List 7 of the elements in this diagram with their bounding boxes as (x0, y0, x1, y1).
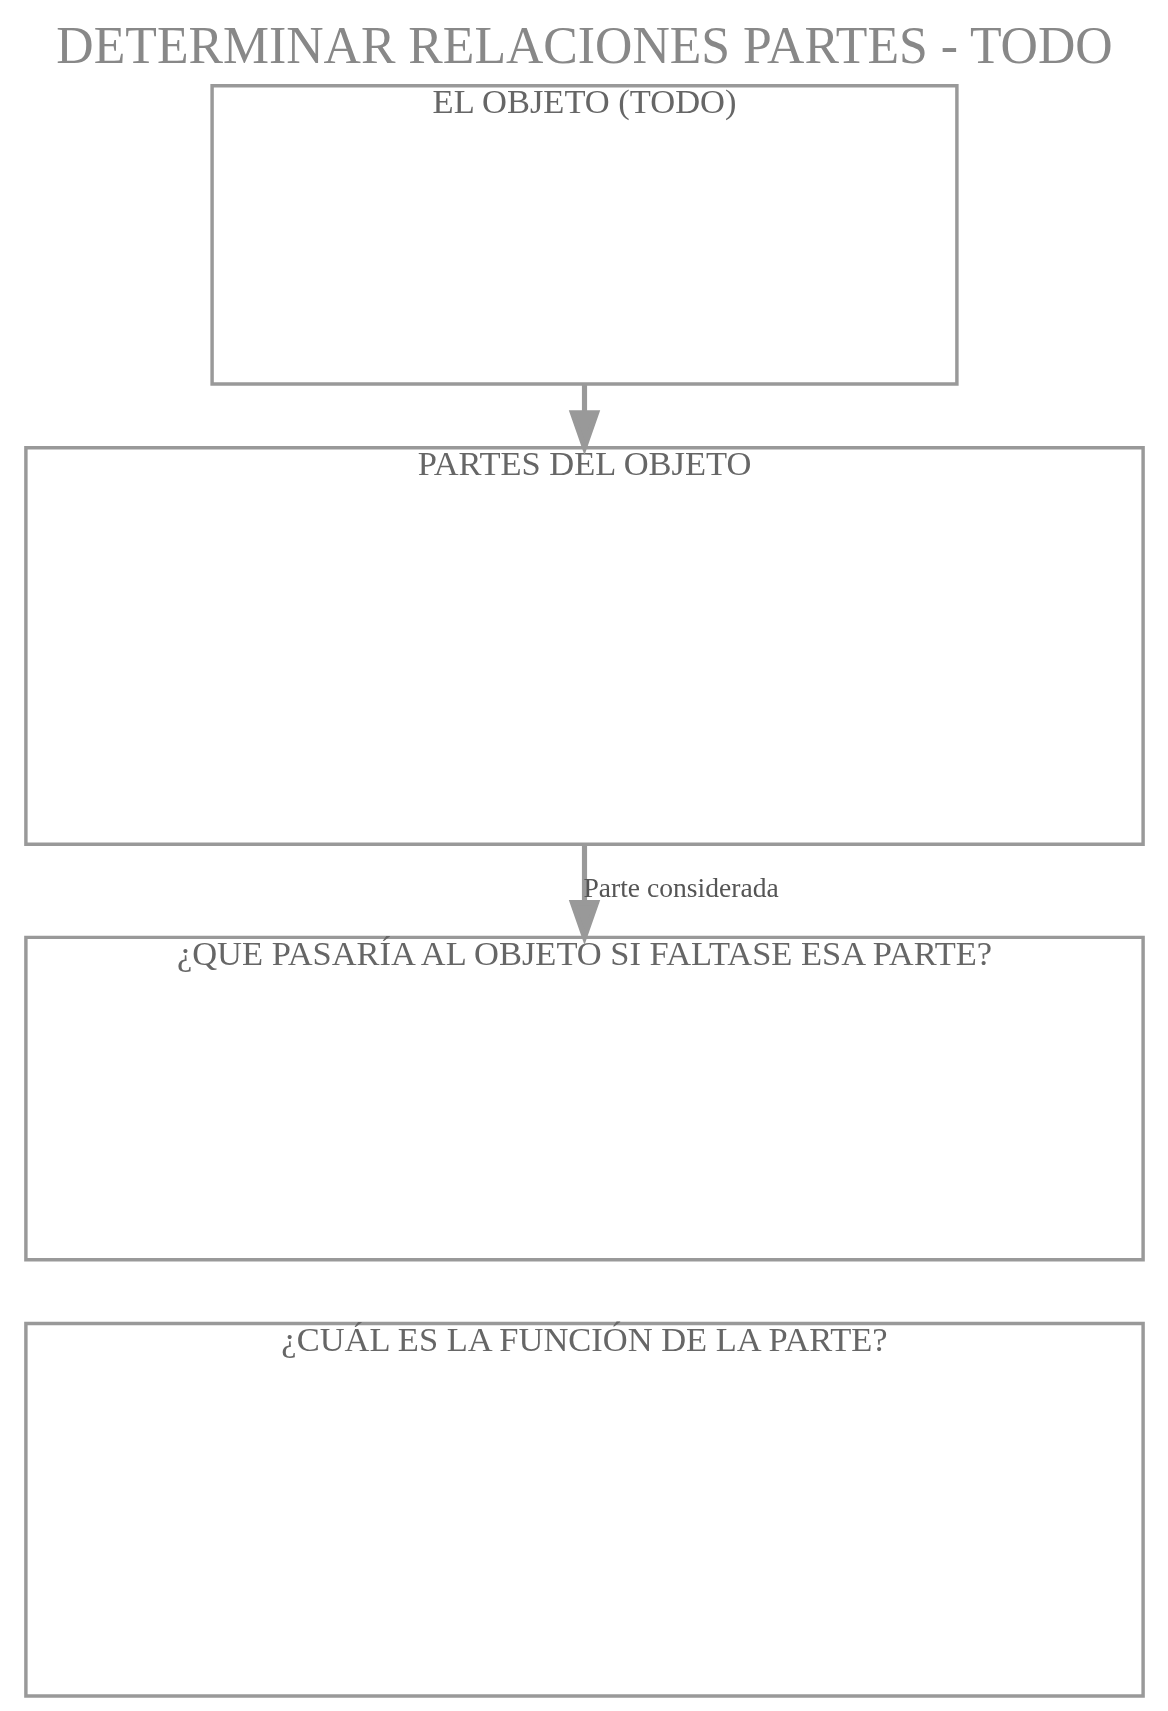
node-box: PARTES DEL OBJETO (23, 446, 1145, 846)
diagram-title: DETERMINAR RELACIONES PARTES - TODO (55, 17, 1113, 75)
node-box: ¿CUÁL ES LA FUNCIÓN DE LA PARTE? (23, 1321, 1145, 1698)
node-box: EL OBJETO (TODO) (209, 83, 959, 386)
arrow (568, 384, 600, 456)
node-box: ¿QUE PASARÍA AL OBJETO SI FALTASE ESA PARTE? (23, 935, 1145, 1262)
arrow (568, 844, 600, 945)
